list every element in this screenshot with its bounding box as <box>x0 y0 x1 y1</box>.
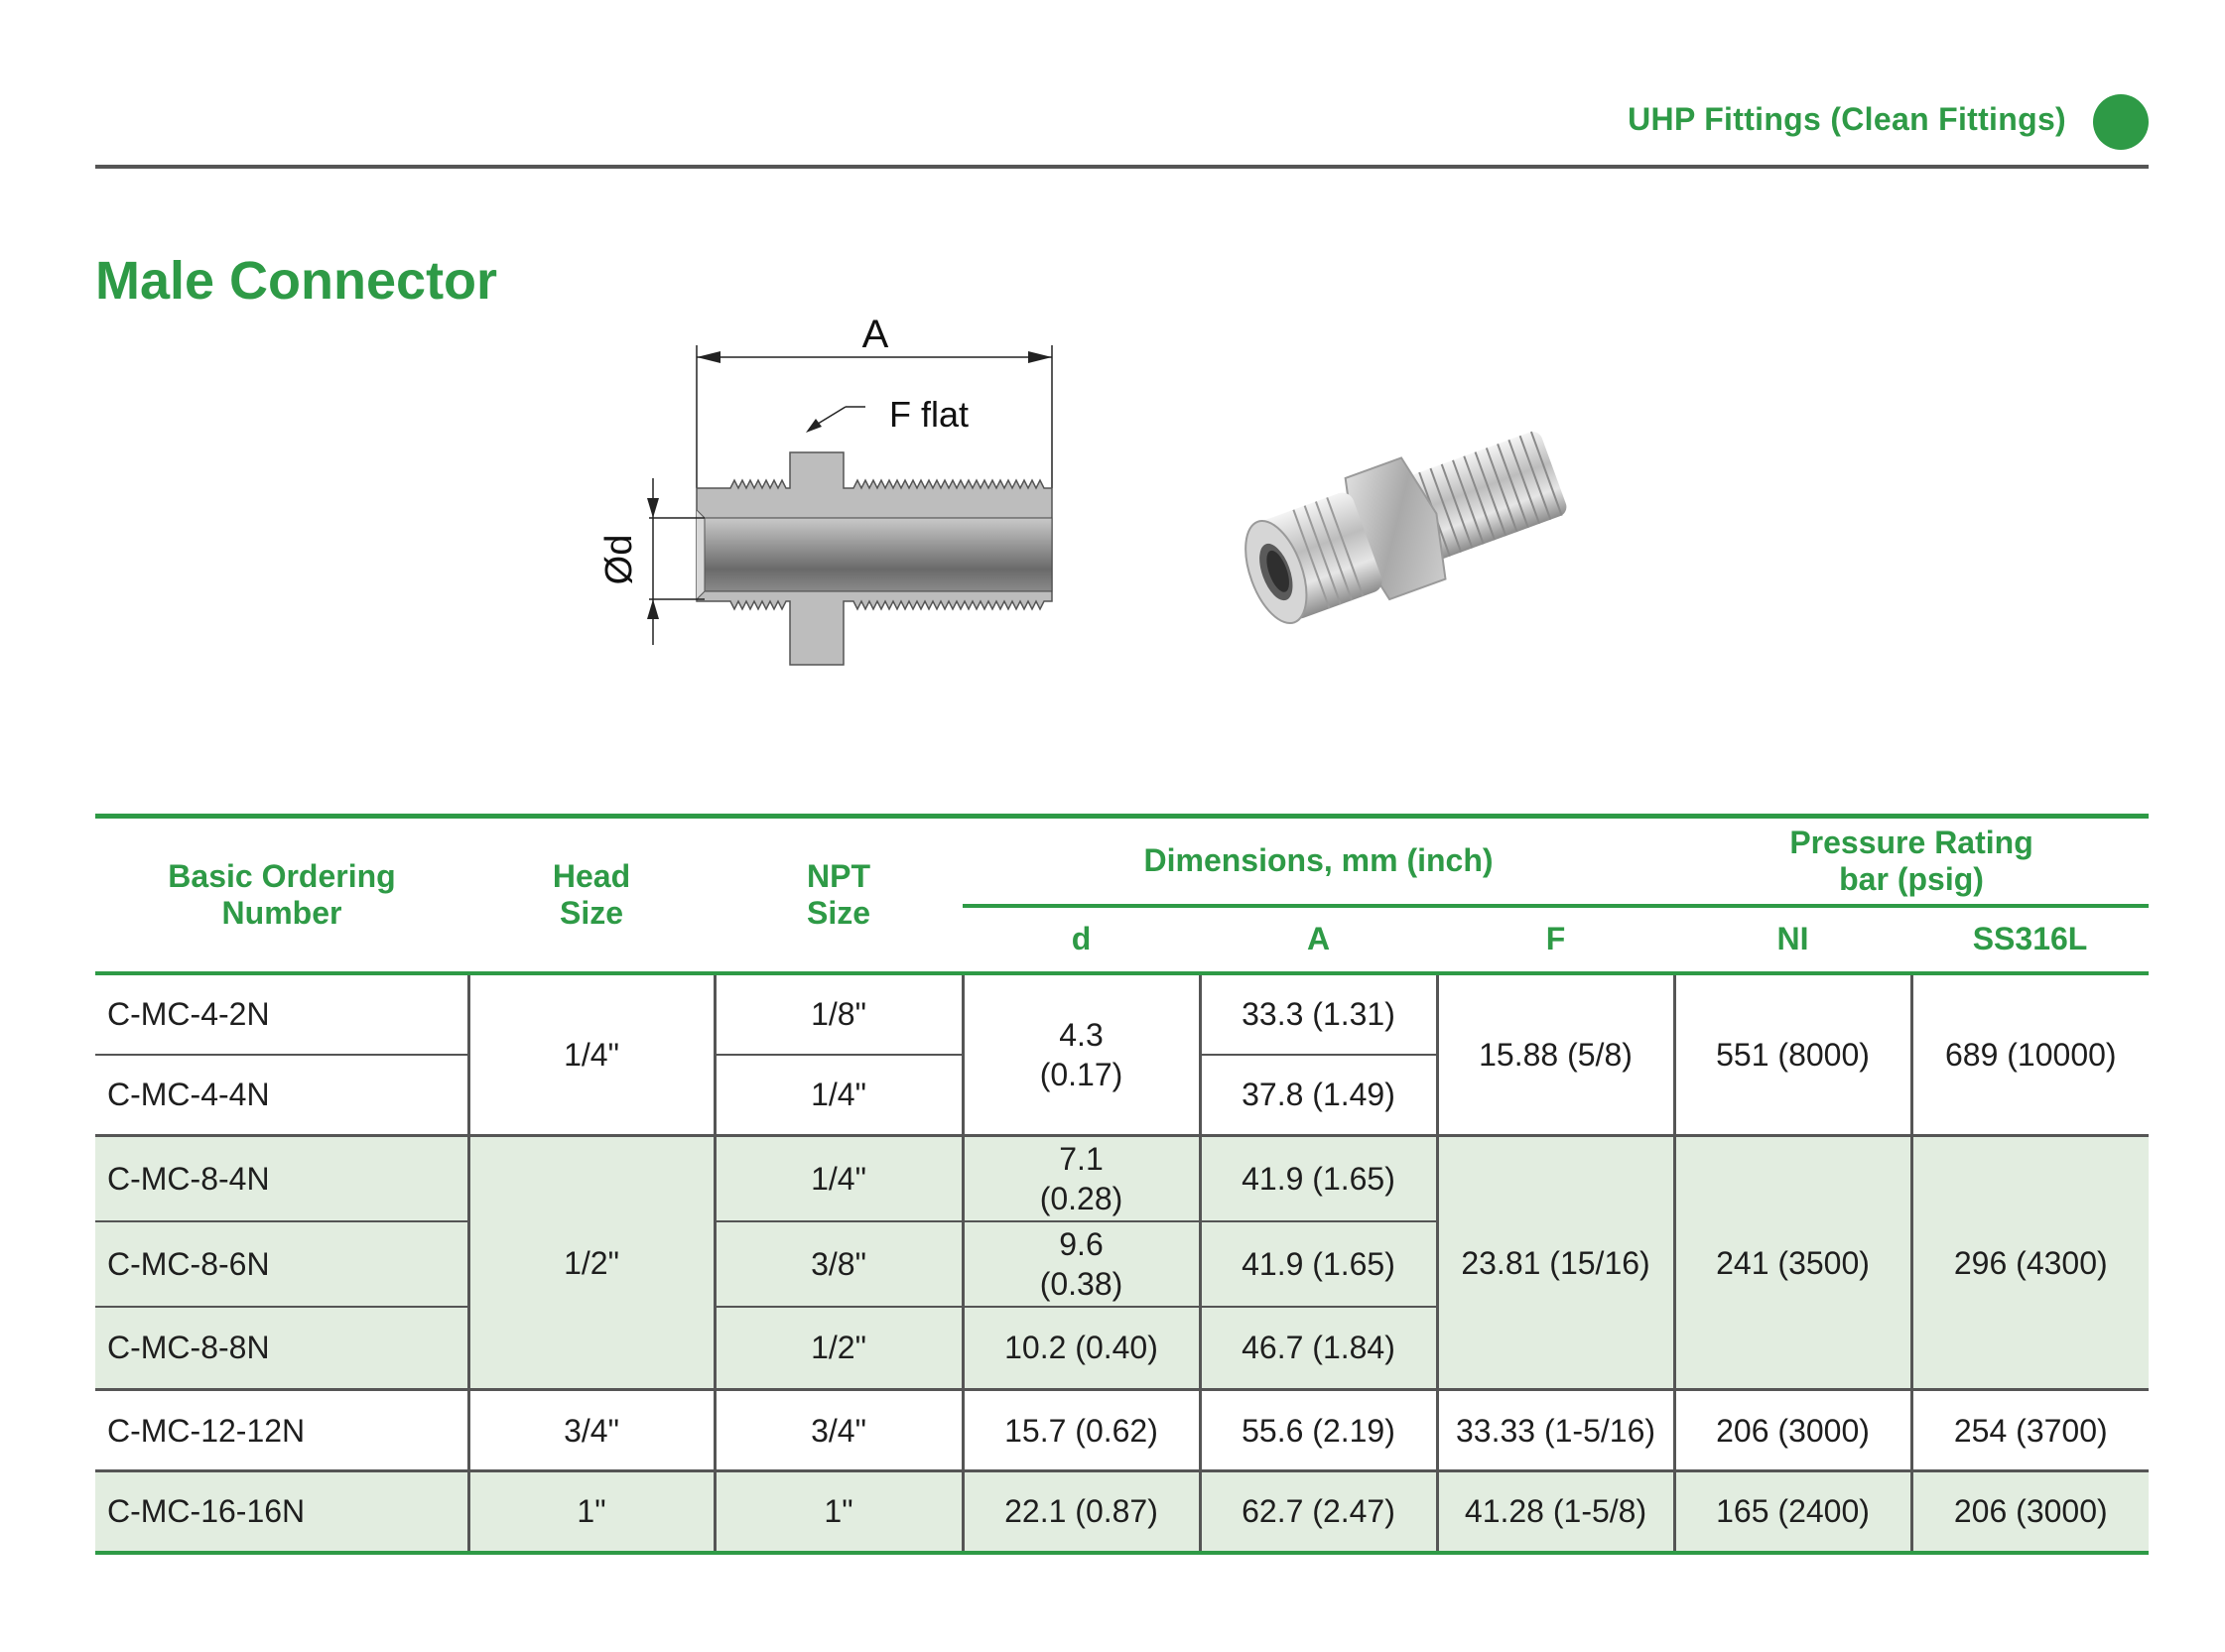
header-ss316l: SS316L <box>1911 905 2150 975</box>
header-divider <box>95 165 2149 169</box>
pressure-ni: 165 (2400) <box>1672 1469 1912 1555</box>
dim-d: 9.6(0.38) <box>961 1219 1200 1307</box>
dim-d: 22.1 (0.87) <box>961 1469 1200 1555</box>
pressure-ss316l: 206 (3000) <box>1909 1469 2150 1555</box>
pressure-ni: 206 (3000) <box>1672 1388 1912 1471</box>
pressure-ss316l: 296 (4300) <box>1909 1134 2150 1390</box>
dim-a: 62.7 (2.47) <box>1198 1469 1437 1555</box>
section-marker-dot <box>2093 94 2149 150</box>
header-d: d <box>963 905 1200 975</box>
dimension-a-label: A <box>862 313 889 356</box>
f-flat-label: F flat <box>889 394 969 435</box>
ordering-number: C-MC-8-8N <box>95 1305 468 1390</box>
ordering-number: C-MC-16-16N <box>95 1469 468 1555</box>
dim-d: 10.2 (0.40) <box>961 1305 1200 1390</box>
npt-size: 1" <box>713 1469 963 1555</box>
pressure-ss316l: 254 (3700) <box>1909 1388 2150 1471</box>
dim-a: 46.7 (1.84) <box>1198 1305 1437 1390</box>
header-dimensions: Dimensions, mm (inch) <box>963 814 1675 908</box>
header-f: F <box>1437 905 1675 975</box>
ordering-number: C-MC-12-12N <box>95 1388 468 1471</box>
npt-size: 1/4" <box>713 1053 963 1136</box>
table-row: C-MC-16-16N 1" 1" 22.1 (0.87) 62.7 (2.47… <box>95 1469 2150 1555</box>
npt-size: 3/4" <box>713 1388 963 1471</box>
dim-d: 4.3(0.17) <box>961 972 1200 1136</box>
dim-d: 15.7 (0.62) <box>961 1388 1200 1471</box>
pressure-ss316l: 689 (10000) <box>1909 972 2150 1136</box>
npt-size: 1/4" <box>713 1134 963 1221</box>
head-size: 1/2" <box>466 1134 715 1390</box>
dim-a: 41.9 (1.65) <box>1198 1219 1437 1307</box>
npt-size: 1/8" <box>713 972 963 1055</box>
dim-a: 33.3 (1.31) <box>1198 972 1437 1055</box>
table-row: C-MC-12-12N 3/4" 3/4" 15.7 (0.62) 55.6 (… <box>95 1388 2150 1471</box>
dim-f: 33.33 (1-5/16) <box>1435 1388 1675 1471</box>
diameter-d-label: Ød <box>598 535 640 585</box>
ordering-number: C-MC-8-4N <box>95 1134 468 1221</box>
pressure-ni: 241 (3500) <box>1672 1134 1912 1390</box>
dim-f: 23.81 (15/16) <box>1435 1134 1675 1390</box>
pressure-ni: 551 (8000) <box>1672 972 1912 1136</box>
cross-section-diagram: A F flat Ød <box>598 313 1053 666</box>
head-size: 1/4" <box>466 972 715 1136</box>
dim-a: 55.6 (2.19) <box>1198 1388 1437 1471</box>
section-header-title: UHP Fittings (Clean Fittings) <box>1628 101 2066 137</box>
ordering-number: C-MC-4-2N <box>107 996 270 1032</box>
head-size: 1" <box>466 1469 715 1555</box>
dim-f: 41.28 (1-5/8) <box>1435 1469 1675 1555</box>
head-size: 3/4" <box>466 1388 715 1471</box>
npt-size: 1/2" <box>713 1305 963 1390</box>
dim-a: 41.9 (1.65) <box>1198 1134 1437 1221</box>
page-title: Male Connector <box>95 251 498 311</box>
table-row: C-MC-8-4N 1/2" 1/4" 7.1(0.28) 41.9 (1.65… <box>95 1134 2150 1390</box>
ordering-number: C-MC-8-6N <box>95 1219 468 1307</box>
dim-a: 37.8 (1.49) <box>1198 1053 1437 1136</box>
dim-f: 15.88 (5/8) <box>1435 972 1675 1136</box>
npt-size: 3/8" <box>713 1219 963 1307</box>
header-ni: NI <box>1674 905 1912 975</box>
table-row: C-MC-4-2N 1/4" 1/8" 4.3(0.17) 33.3 (1.31… <box>95 972 2150 1136</box>
dim-d: 7.1(0.28) <box>961 1134 1200 1221</box>
ordering-number: C-MC-4-4N <box>95 1053 468 1136</box>
header-a: A <box>1200 905 1437 975</box>
product-photo <box>1244 431 1567 625</box>
table-row: C-MC-4-4N 1/4" 37.8 (1.49) <box>95 1053 2149 1136</box>
